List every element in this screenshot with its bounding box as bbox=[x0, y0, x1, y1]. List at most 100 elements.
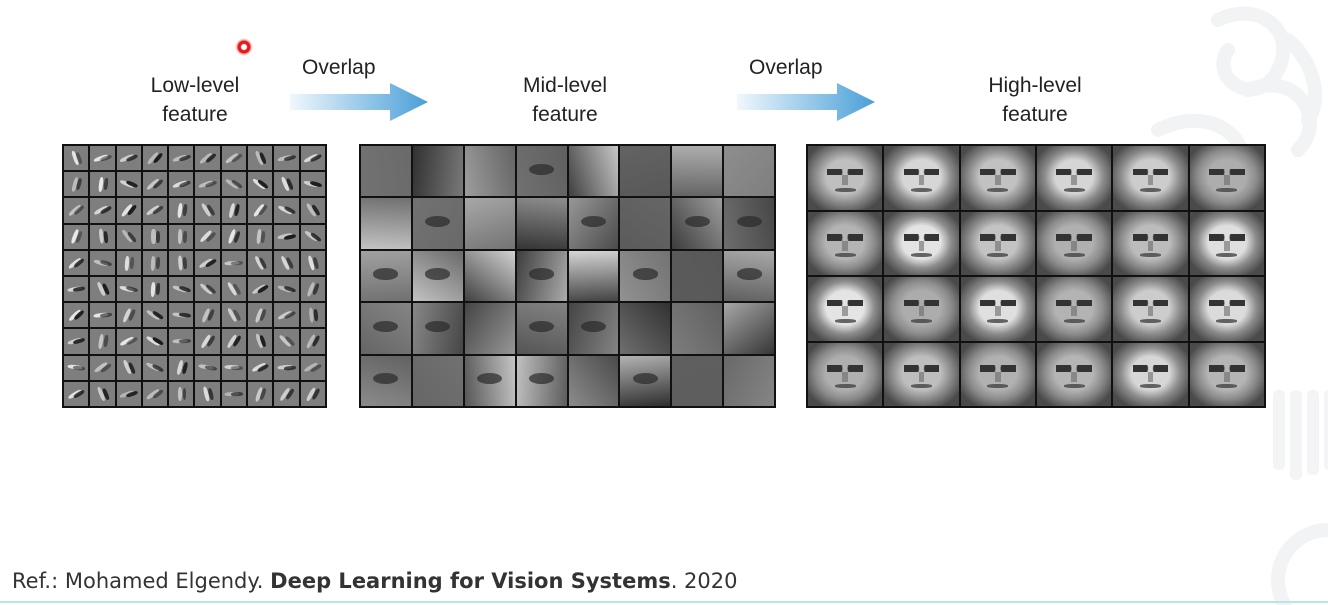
low-level-filters-tile bbox=[221, 198, 247, 223]
low-level-filters-tile bbox=[300, 146, 325, 171]
mid-level-parts-tile bbox=[412, 198, 463, 249]
high-level-faces-tile bbox=[1037, 146, 1112, 210]
mid-level-parts-tile bbox=[620, 146, 671, 197]
mid-level-parts-tile bbox=[516, 355, 567, 406]
low-level-filters-tile bbox=[221, 355, 247, 380]
low-level-filters-tile bbox=[195, 303, 220, 328]
high-level-faces-tile bbox=[808, 342, 883, 406]
high-level-faces-tile bbox=[884, 277, 959, 341]
mid-level-parts-tile bbox=[412, 355, 463, 406]
low-level-filters-tile bbox=[142, 355, 168, 380]
low-level-filters-tile bbox=[300, 172, 325, 197]
mid-level-parts-tile bbox=[568, 146, 619, 197]
high-level-label-line1: High-level bbox=[988, 74, 1082, 97]
mid-level-parts-tile bbox=[672, 146, 723, 197]
high-level-faces-tile bbox=[1189, 211, 1264, 275]
low-level-filters-tile bbox=[64, 172, 89, 197]
low-level-filters-tile bbox=[221, 329, 247, 354]
low-level-filters-tile bbox=[64, 355, 89, 380]
low-level-filters-tile bbox=[248, 303, 273, 328]
mid-level-feature-label: Mid-level feature bbox=[480, 71, 650, 129]
low-level-filters-tile bbox=[274, 381, 299, 406]
low-level-filters-tile bbox=[221, 224, 247, 249]
low-level-filters-tile bbox=[300, 381, 325, 406]
low-level-label-line2: feature bbox=[162, 103, 228, 126]
low-level-filters-tile bbox=[142, 329, 168, 354]
low-level-filters-tile bbox=[300, 250, 325, 275]
high-level-feature-label: High-level feature bbox=[950, 71, 1120, 129]
low-level-filters-tile bbox=[195, 381, 220, 406]
low-level-filters-tile bbox=[169, 250, 194, 275]
reference-author: Ref.: Mohamed Elgendy. bbox=[12, 569, 271, 593]
mid-level-parts-tile bbox=[516, 146, 567, 197]
mid-level-parts-tile bbox=[412, 146, 463, 197]
laser-pointer-dot bbox=[235, 38, 253, 56]
low-level-filters-tile bbox=[90, 146, 115, 171]
mid-level-parts-tile bbox=[568, 198, 619, 249]
low-level-filters-tile bbox=[221, 172, 247, 197]
high-level-faces-tile bbox=[1113, 277, 1188, 341]
low-level-filters-tile bbox=[90, 224, 115, 249]
low-level-filters-tile bbox=[274, 277, 299, 302]
low-level-filters-tile bbox=[221, 303, 247, 328]
overlap-label-2: Overlap bbox=[749, 56, 823, 79]
low-level-filters-tile bbox=[64, 381, 89, 406]
low-level-filters-tile bbox=[90, 172, 115, 197]
low-level-filters-tile bbox=[195, 277, 220, 302]
low-level-filters-tile bbox=[90, 198, 115, 223]
high-level-faces-tile bbox=[960, 211, 1035, 275]
low-level-filters-tile bbox=[116, 172, 141, 197]
low-level-filters-tile bbox=[248, 355, 273, 380]
low-level-filters-tile bbox=[300, 277, 325, 302]
low-level-filters-tile bbox=[195, 172, 220, 197]
low-level-filters-tile bbox=[142, 146, 168, 171]
reference-citation: Ref.: Mohamed Elgendy. Deep Learning for… bbox=[12, 569, 738, 593]
mid-level-parts-tile bbox=[620, 198, 671, 249]
low-level-filters-tile bbox=[221, 381, 247, 406]
low-level-filters-tile bbox=[300, 303, 325, 328]
low-level-filters-tile bbox=[274, 355, 299, 380]
low-level-filters-tile bbox=[195, 250, 220, 275]
low-level-filters-tile bbox=[142, 381, 168, 406]
low-level-filters-tile bbox=[221, 250, 247, 275]
low-level-filters-tile bbox=[116, 303, 141, 328]
mid-level-parts-tile bbox=[672, 198, 723, 249]
low-level-filters-tile bbox=[248, 224, 273, 249]
low-level-filters-tile bbox=[300, 198, 325, 223]
mid-level-parts-tile bbox=[724, 198, 774, 249]
high-level-faces-tile bbox=[808, 211, 883, 275]
low-level-filters-tile bbox=[142, 224, 168, 249]
mid-level-parts-tile bbox=[620, 303, 671, 354]
low-level-filters-tile bbox=[116, 146, 141, 171]
low-level-filters-tile bbox=[169, 198, 194, 223]
high-level-faces-tile bbox=[1037, 211, 1112, 275]
low-level-filters-tile bbox=[116, 329, 141, 354]
mid-level-parts-tile bbox=[464, 146, 515, 197]
reference-year: . 2020 bbox=[670, 569, 738, 593]
low-level-filters-tile bbox=[248, 146, 273, 171]
low-level-filters-tile bbox=[169, 303, 194, 328]
low-level-filters-tile bbox=[142, 172, 168, 197]
mid-level-parts-tile bbox=[464, 198, 515, 249]
low-level-filters-tile bbox=[248, 198, 273, 223]
bottom-accent-line bbox=[0, 601, 1328, 603]
low-level-filters-tile bbox=[116, 381, 141, 406]
mid-level-parts-tile bbox=[672, 303, 723, 354]
low-level-filters-tile bbox=[90, 355, 115, 380]
low-level-filters-tile bbox=[64, 329, 89, 354]
low-level-filters-tile bbox=[116, 355, 141, 380]
mid-level-parts-tile bbox=[620, 250, 671, 302]
low-level-filters-tile bbox=[248, 250, 273, 275]
high-level-faces-tile bbox=[1189, 277, 1264, 341]
low-level-filters-tile bbox=[90, 277, 115, 302]
mid-level-parts-tile bbox=[516, 198, 567, 249]
mid-level-parts-tile bbox=[620, 355, 671, 406]
mid-level-parts-tile bbox=[412, 303, 463, 354]
mid-level-parts-tile bbox=[464, 303, 515, 354]
mid-level-parts-tile bbox=[361, 303, 411, 354]
low-level-filters-tile bbox=[64, 198, 89, 223]
low-level-filters-tile bbox=[300, 355, 325, 380]
low-level-filters-tile bbox=[300, 329, 325, 354]
low-level-filters-tile bbox=[274, 224, 299, 249]
high-level-faces-tile bbox=[1189, 342, 1264, 406]
